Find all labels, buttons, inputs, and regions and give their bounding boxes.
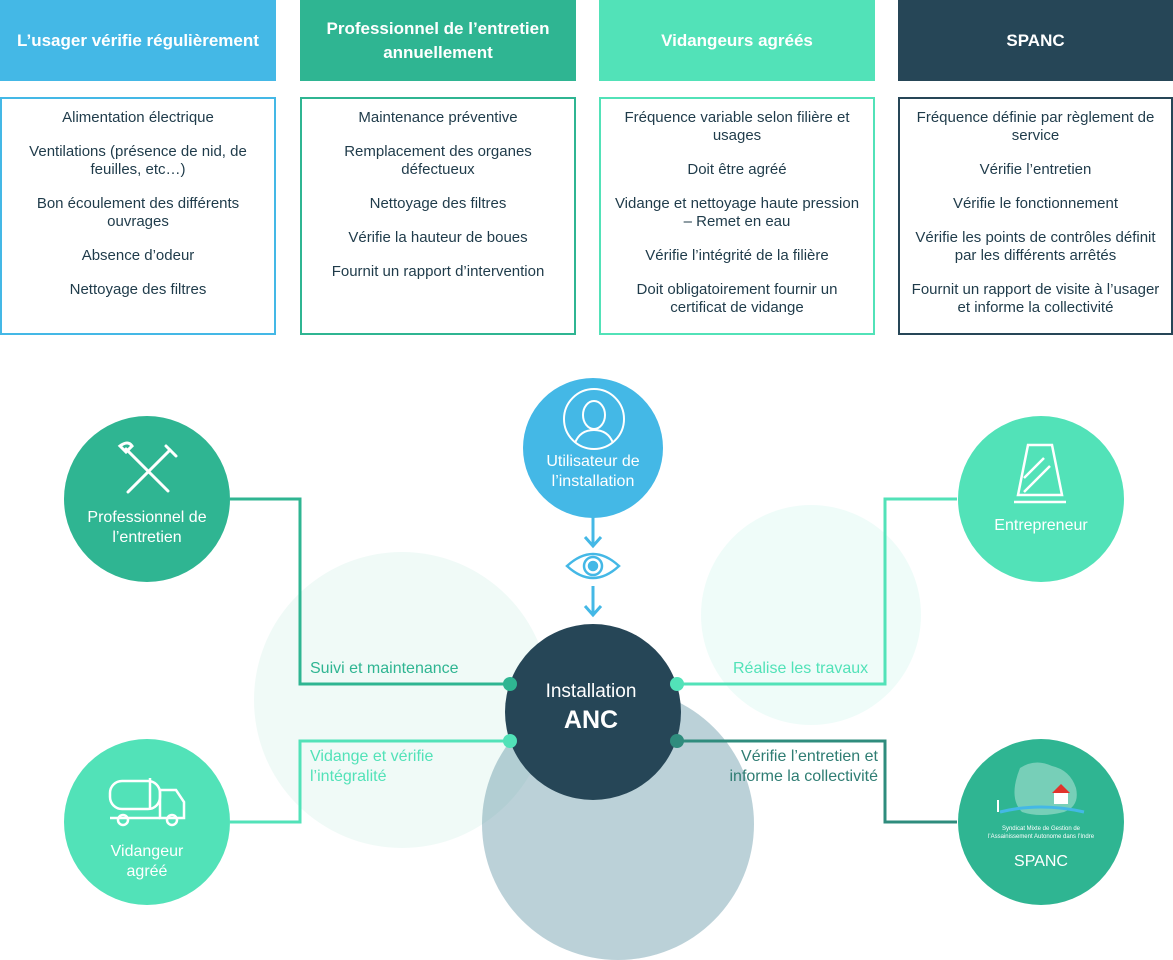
list-item: Bon écoulement des différents ouvrages (36, 195, 240, 230)
column-header-vidangeurs: Vidangeurs agréés (599, 0, 875, 81)
column-header-usager: L’usager vérifie régulièrement (0, 0, 276, 81)
link-label-suivi: Suivi et maintenance (310, 660, 459, 677)
list-item: Alimentation électrique (62, 109, 214, 126)
column-header-spanc: SPANC (898, 0, 1173, 81)
tools-icon (117, 441, 178, 494)
list-item: Fournit un rapport d’intervention (331, 263, 545, 280)
list-item: Nettoyage des filtres (369, 195, 507, 212)
node-spanc (958, 739, 1124, 905)
list-item: Fréquence définie par règlement de servi… (916, 109, 1155, 144)
list-item: Ventilations (présence de nid, de feuill… (29, 143, 247, 178)
column-box-usager: Alimentation électrique Ventilations (pr… (0, 97, 276, 335)
column-box-professionnel: Maintenance préventive Remplacement des … (300, 97, 576, 335)
node-professionnel-label: Professionnel de l’entretien (87, 509, 207, 546)
connector-dot-bl (503, 734, 517, 748)
list-item: Vérifie l’intégrité de la filière (645, 247, 829, 264)
list-item: Nettoyage des filtres (69, 281, 207, 298)
bg-circle-right (701, 505, 921, 725)
list-item: Vérifie la hauteur de boues (348, 229, 528, 246)
list-item: Maintenance préventive (358, 109, 518, 126)
connector-professionnel (230, 497, 510, 686)
center-node (505, 624, 681, 800)
eye-icon (565, 552, 621, 580)
node-entrepreneur-label: Entrepreneur (994, 517, 1088, 534)
list-item: Doit obligatoirement fournir un certific… (636, 281, 838, 316)
bg-circle-left (254, 552, 550, 848)
connector-dot-tl (503, 677, 517, 691)
list-item: Vidange et nettoyage haute pression – Re… (614, 195, 860, 230)
node-professionnel (64, 416, 230, 582)
connector-dot-br (670, 734, 684, 748)
list-item: Vérifie le fonctionnement (952, 195, 1119, 212)
node-entrepreneur (958, 416, 1124, 582)
column-box-spanc: Fréquence définie par règlement de servi… (898, 97, 1173, 335)
list-item: Vérifie l’entretien (979, 161, 1092, 178)
list-item: Fournit un rapport de visite à l’usager … (911, 281, 1160, 316)
node-spanc-label: SPANC (1014, 853, 1068, 870)
center-label-line1: Installation (545, 681, 637, 702)
spanc-logo-text: Syndicat Mixte de Gestion de l’Assainiss… (987, 826, 1095, 840)
node-vidangeur (64, 739, 230, 905)
cone-icon (1014, 443, 1066, 504)
node-vidangeur-label: Vidangeur agréé (110, 843, 184, 880)
list-item: Absence d’odeur (81, 247, 195, 264)
tanker-truck-icon (108, 778, 186, 827)
link-label-verifie: Vérifie l’entretien et informe la collec… (729, 748, 879, 785)
center-label: Installation ANC (505, 680, 677, 736)
column-box-vidangeurs: Fréquence variable selon filière et usag… (599, 97, 875, 335)
node-utilisateur-label: Utilisateur de l’installation (546, 453, 640, 490)
user-avatar-icon (563, 388, 625, 450)
center-label-line2: ANC (563, 706, 619, 734)
spanc-logo (997, 762, 1085, 815)
column-header-professionnel: Professionnel de l’entretien annuellemen… (300, 0, 576, 81)
list-item: Remplacement des organes défectueux (344, 143, 532, 178)
arrow-head-bottom (583, 605, 603, 618)
link-label-vidange: Vidange et vérifie l’intégralité (310, 748, 434, 785)
connector-vidangeur (230, 739, 510, 824)
list-item: Vérifie les points de contrôles définit … (915, 229, 1156, 264)
list-item: Fréquence variable selon filière et usag… (624, 109, 850, 144)
connector-entrepreneur (677, 497, 957, 686)
list-item: Doit être agréé (687, 161, 787, 178)
connector-dot-tr (670, 677, 684, 691)
link-label-realise: Réalise les travaux (733, 660, 869, 677)
arrow-head-top (583, 536, 603, 549)
connector-spanc (677, 739, 957, 824)
